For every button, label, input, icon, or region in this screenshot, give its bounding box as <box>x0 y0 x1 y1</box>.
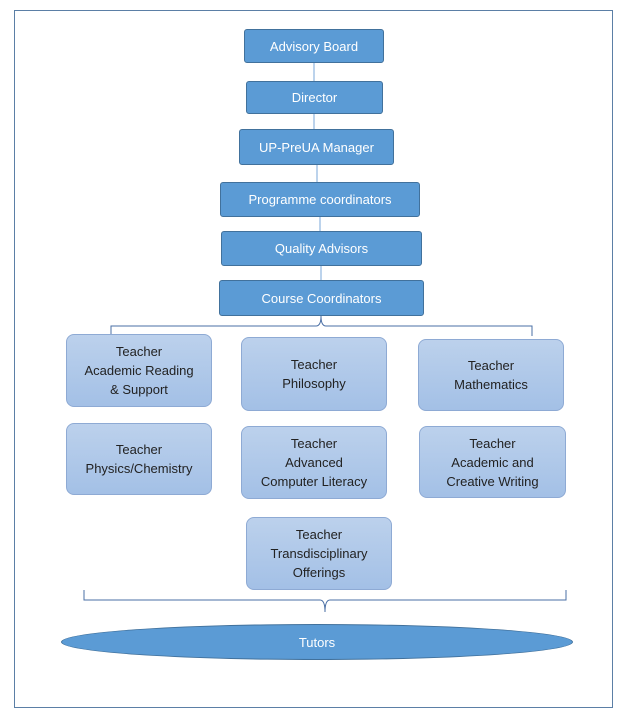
node-teacher-physics-chemistry: Teacher Physics/Chemistry <box>66 423 212 495</box>
node-director: Director <box>246 81 383 114</box>
node-quality-advisors: Quality Advisors <box>221 231 422 266</box>
node-programme-coordinators: Programme coordinators <box>220 182 420 217</box>
diagram-frame <box>14 10 613 708</box>
node-course-coordinators: Course Coordinators <box>219 280 424 316</box>
node-teacher-creative-writing: Teacher Academic and Creative Writing <box>419 426 566 498</box>
node-up-preua-manager: UP-PreUA Manager <box>239 129 394 165</box>
node-teacher-mathematics: Teacher Mathematics <box>418 339 564 411</box>
node-tutors: Tutors <box>61 624 573 660</box>
node-teacher-transdisciplinary: Teacher Transdisciplinary Offerings <box>246 517 392 590</box>
node-teacher-academic-reading: Teacher Academic Reading & Support <box>66 334 212 407</box>
node-advisory-board: Advisory Board <box>244 29 384 63</box>
brace-tutors <box>83 590 567 613</box>
brace-teachers-top <box>110 315 533 336</box>
node-teacher-computer-literacy: Teacher Advanced Computer Literacy <box>241 426 387 499</box>
node-teacher-philosophy: Teacher Philosophy <box>241 337 387 411</box>
